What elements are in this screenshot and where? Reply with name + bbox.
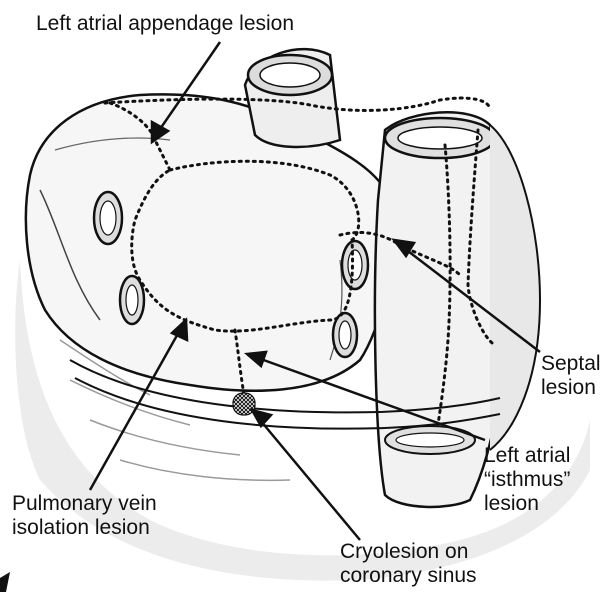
label-cryolesion-coronary-sinus: Cryolesion on coronary sinus: [340, 540, 477, 588]
pulmonary-vein-upper-left: [94, 192, 122, 244]
pulmonary-vein-lower-left: [120, 276, 144, 324]
label-line: Pulmonary vein: [12, 492, 157, 516]
label-line: Septal: [541, 352, 601, 376]
label-line: lesion: [541, 376, 601, 400]
label-line: Left atrial: [484, 444, 570, 468]
label-septal-lesion: Septal lesion: [541, 352, 601, 400]
label-line: coronary sinus: [340, 564, 477, 588]
label-line: “isthmus”: [484, 468, 570, 492]
pulmonary-vein-upper-right: [342, 241, 368, 289]
label-line: Left atrial appendage lesion: [36, 12, 294, 36]
label-line: lesion: [484, 492, 570, 516]
label-pulmonary-vein-isolation-lesion: Pulmonary vein isolation lesion: [12, 492, 157, 540]
label-line: Cryolesion on: [340, 540, 477, 564]
label-left-atrial-isthmus-lesion: Left atrial “isthmus” lesion: [484, 444, 570, 516]
aortic-trunk: [245, 49, 340, 147]
label-left-atrial-appendage-lesion: Left atrial appendage lesion: [36, 12, 294, 36]
corner-mark: [0, 572, 10, 592]
label-line: isolation lesion: [12, 516, 157, 540]
